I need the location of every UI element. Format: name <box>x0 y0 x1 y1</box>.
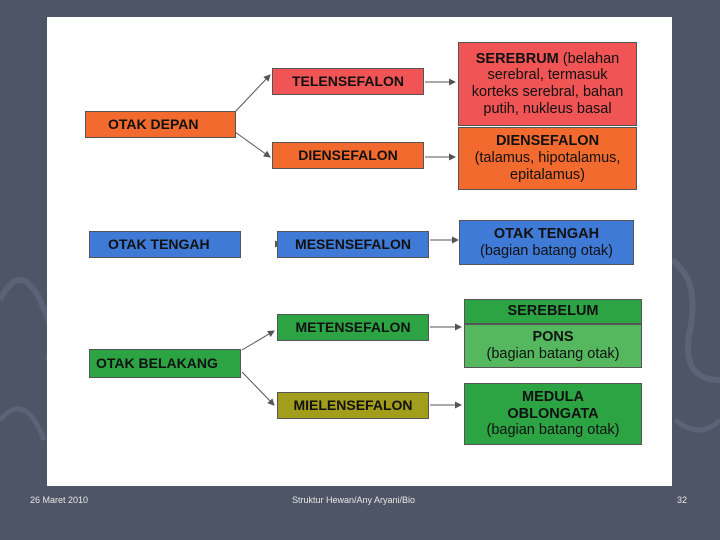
serebrum-title: SEREBRUM <box>475 50 559 67</box>
serebrum-line3: korteks serebral, bahan <box>471 84 624 100</box>
serebrum-line1: SEREBRUM (belahan <box>476 51 619 68</box>
otak-depan-box: OTAK DEPAN <box>85 111 236 138</box>
serebelum-box: SEREBELUM <box>464 299 642 324</box>
diensefalon-title: DIENSEFALON <box>495 133 600 150</box>
mielensefalon-box: MIELENSEFALON <box>277 392 429 419</box>
serebelum-label: SEREBELUM <box>507 303 599 320</box>
pons-box: PONS (bagian batang otak) <box>464 324 642 368</box>
metensefalon-label: METENSEFALON <box>295 319 411 336</box>
serebrum-box: SEREBRUM (belahan serebral, termasuk kor… <box>458 42 637 126</box>
otak-tengah-sub: (bagian batang otak) <box>479 242 613 259</box>
pons-title: PONS <box>532 329 574 346</box>
otak-tengah-label: OTAK TENGAH <box>108 236 210 253</box>
mielensefalon-label: MIELENSEFALON <box>293 397 413 414</box>
telensefalon-label: TELENSEFALON <box>291 73 404 90</box>
diensefalon-line3: epitalamus) <box>510 166 585 183</box>
otak-tengah-detail-box: OTAK TENGAH (bagian batang otak) <box>459 220 634 265</box>
serebrum-desc: (belahan <box>558 50 620 67</box>
pons-sub: (bagian batang otak) <box>486 346 620 362</box>
otak-depan-label: OTAK DEPAN <box>108 116 199 133</box>
footer-date: 26 Maret 2010 <box>30 495 89 505</box>
footer-page-number: 32 <box>677 495 688 505</box>
diensefalon-box: DIENSEFALON <box>272 142 424 169</box>
serebrum-line4: putih, nukleus basal <box>483 100 612 117</box>
otak-tengah-box: OTAK TENGAH <box>89 231 241 258</box>
diensefalon-label: DIENSEFALON <box>298 147 398 164</box>
telensefalon-box: TELENSEFALON <box>272 68 424 95</box>
footer-center: Struktur Hewan/Any Aryani/Bio <box>292 495 416 505</box>
medula-line2: OBLONGATA <box>507 405 599 422</box>
medula-line1: MEDULA <box>521 388 585 405</box>
medula-box: MEDULA OBLONGATA (bagian batang otak) <box>464 383 642 445</box>
mesensefalon-label: MESENSEFALON <box>295 236 411 253</box>
otak-belakang-label: OTAK BELAKANG <box>96 355 218 372</box>
metensefalon-box: METENSEFALON <box>277 314 429 341</box>
diensefalon-detail-box: DIENSEFALON (talamus, hipotalamus, epita… <box>458 127 637 190</box>
otak-tengah-title: OTAK TENGAH <box>493 225 600 242</box>
otak-belakang-box: OTAK BELAKANG <box>89 349 241 378</box>
medula-sub: (bagian batang otak) <box>486 422 620 439</box>
diensefalon-line2: (talamus, hipotalamus, <box>474 150 621 167</box>
mesensefalon-box: MESENSEFALON <box>277 231 429 258</box>
serebrum-line2: serebral, termasuk <box>487 67 608 84</box>
